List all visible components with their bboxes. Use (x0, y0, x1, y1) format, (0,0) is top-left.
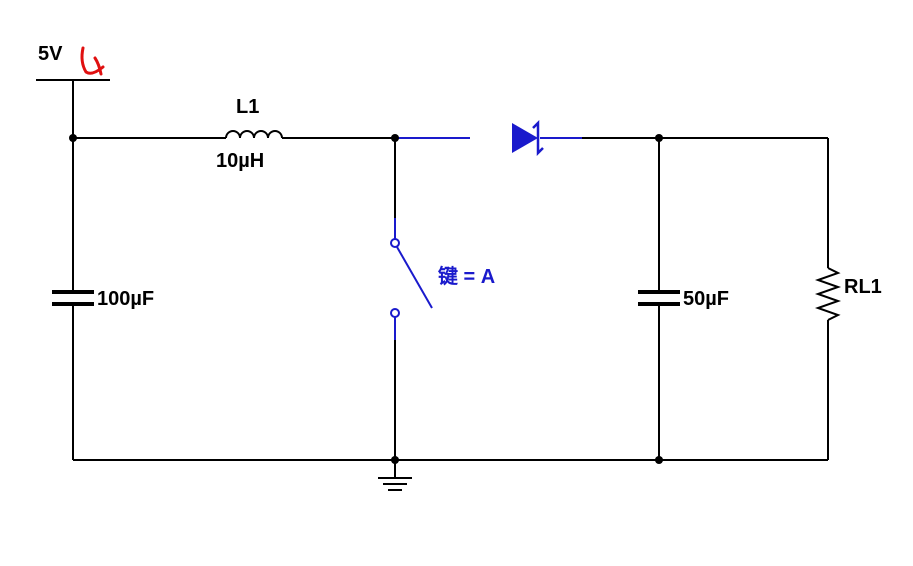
handwritten-mark-icon (80, 46, 105, 76)
resistor-rl1: RL1 (814, 267, 882, 460)
junction-nodes (69, 134, 663, 464)
diode-icon (512, 119, 544, 157)
supply-label: 5V (38, 43, 63, 65)
ground-icon (378, 460, 412, 491)
inductor-value: 10µH (216, 150, 264, 172)
capacitor-out-value: 50µF (683, 288, 729, 310)
capacitor-100uf: 100µF (52, 138, 154, 460)
switch-label: 键 = A (438, 264, 495, 288)
top-rail (73, 137, 829, 268)
capacitor-in-value: 100µF (97, 288, 154, 310)
load-name: RL1 (844, 276, 882, 298)
inductor-name: L1 (236, 96, 259, 118)
capacitor-50uf: 50µF (638, 138, 729, 460)
supply-terminal: 5V (36, 43, 110, 138)
inductor-l1: L1 10µH (216, 96, 283, 172)
switch-key-a: 键 = A (390, 138, 495, 460)
